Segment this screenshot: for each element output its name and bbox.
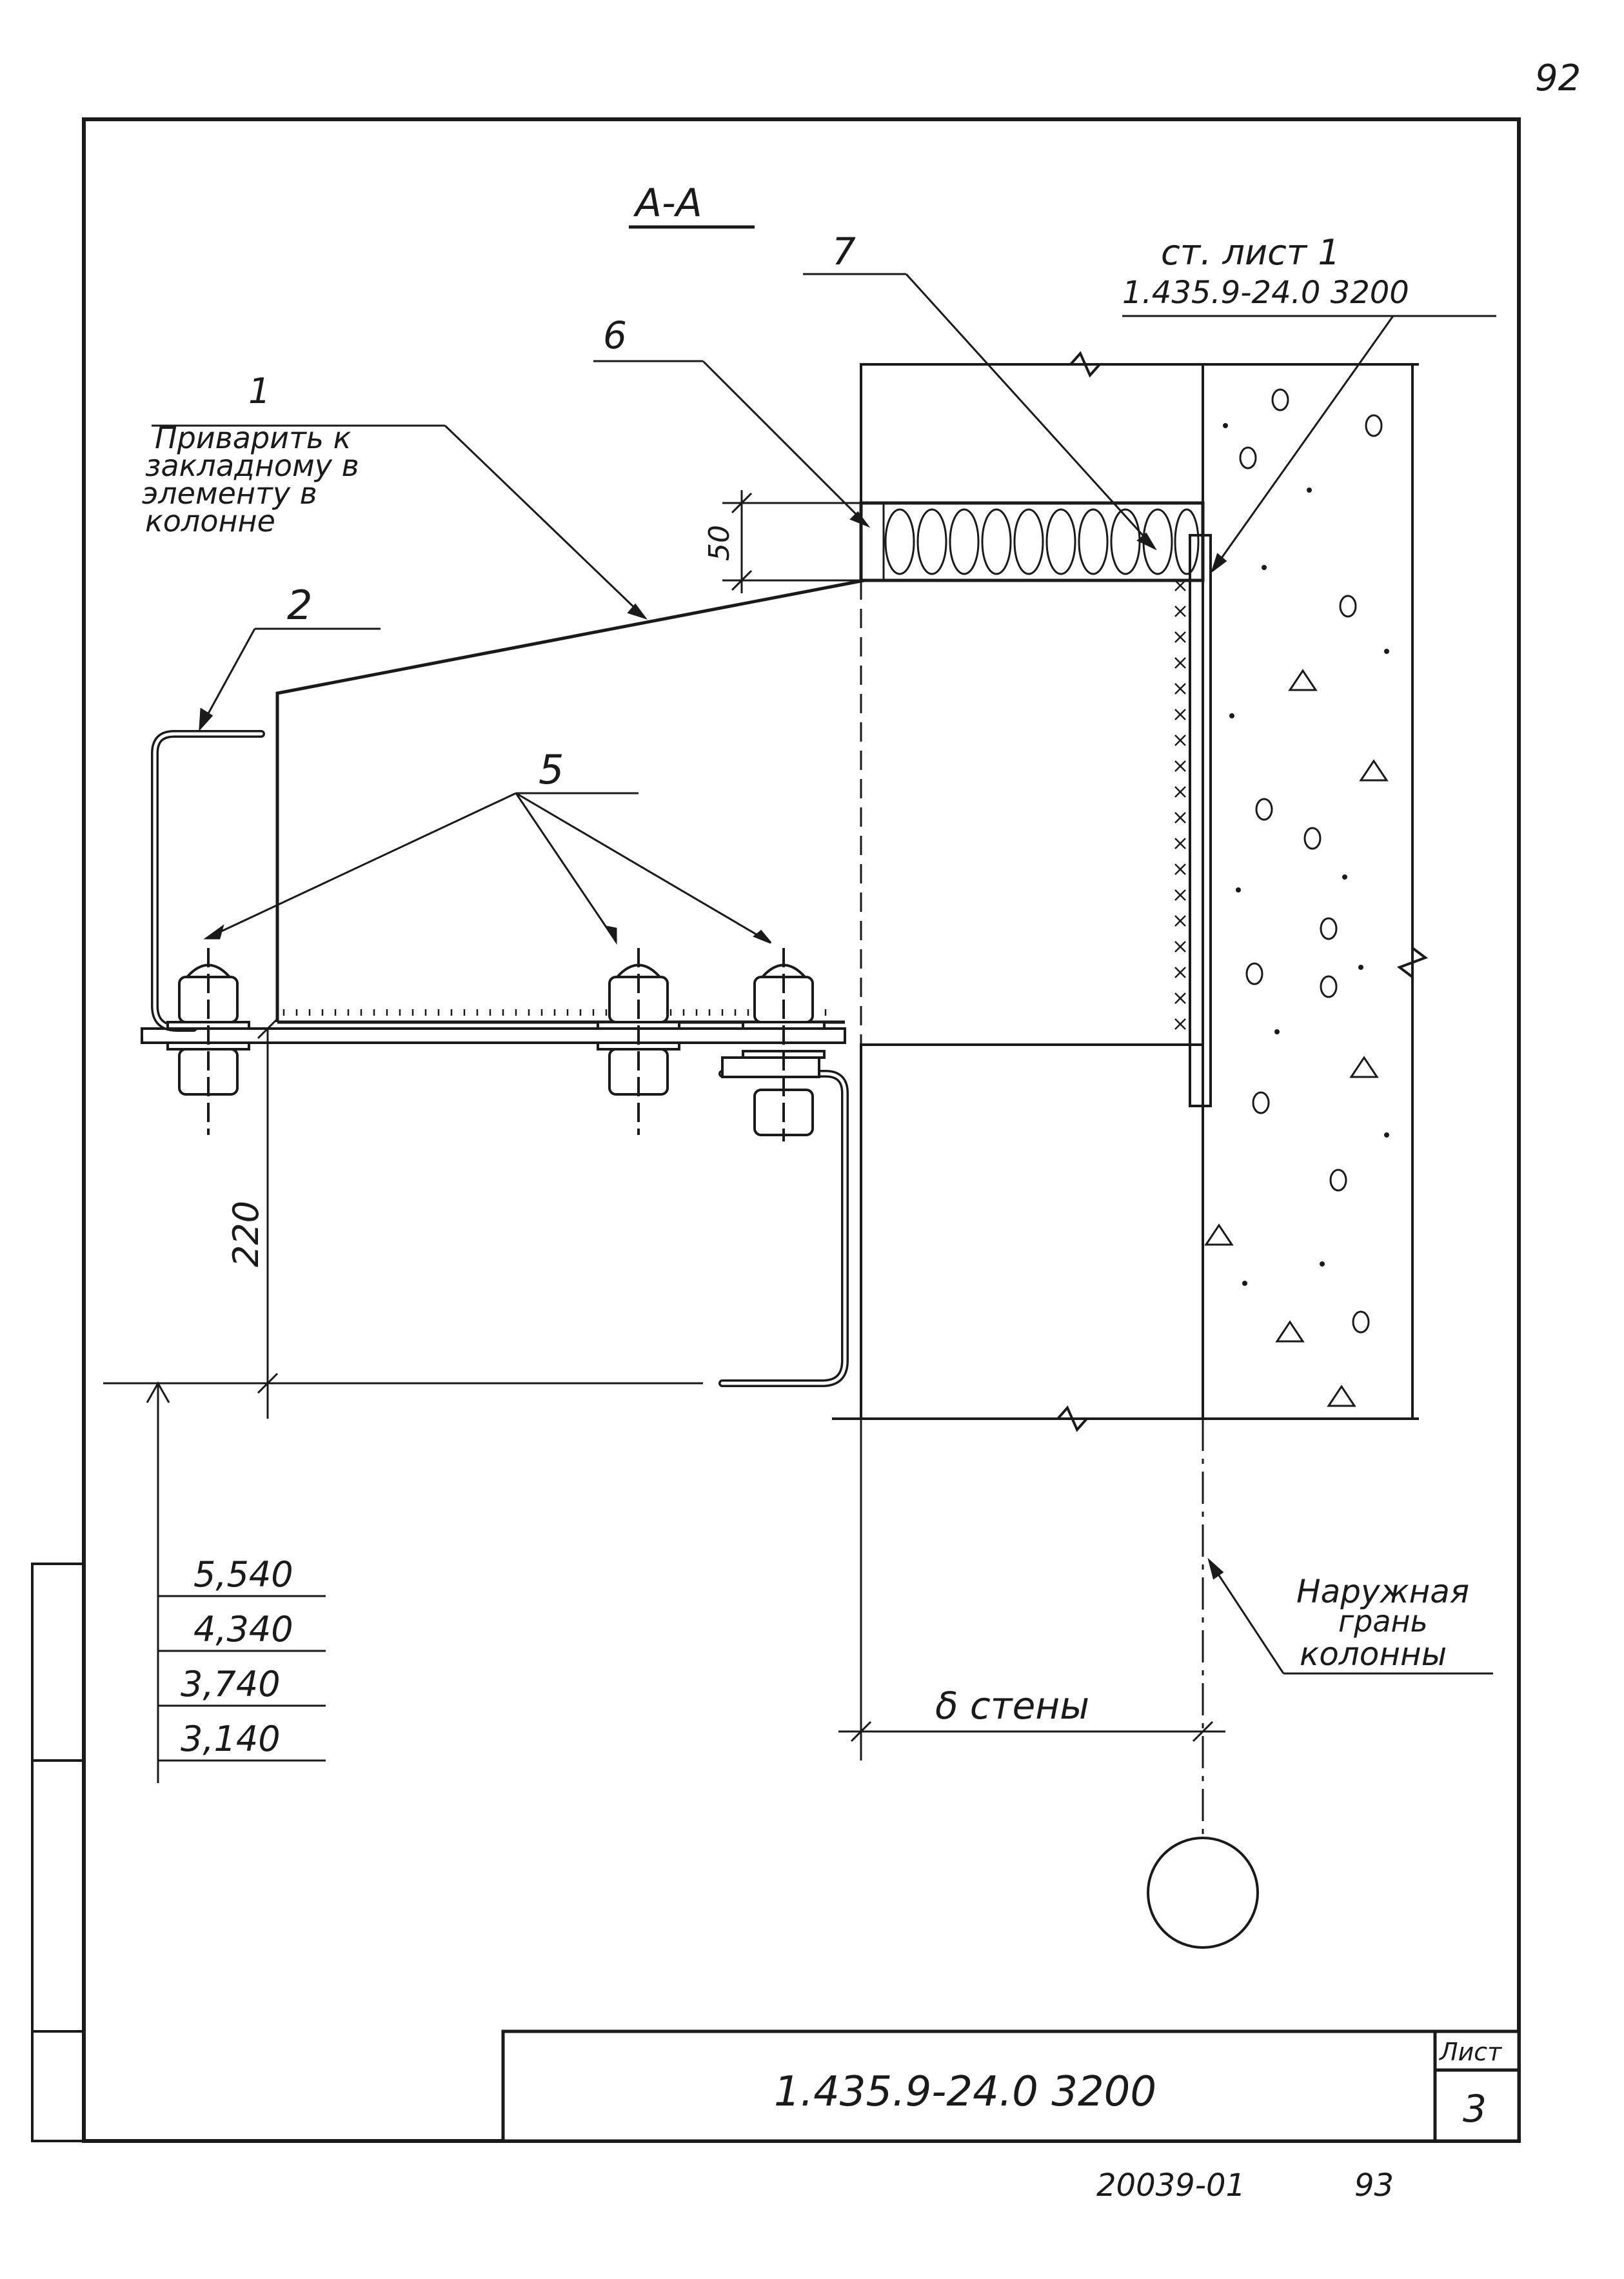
- column-face-note: Наружная грань колонны: [1296, 1573, 1469, 1673]
- elevation-values: 5,540 4,340 3,740 3,140: [181, 1554, 293, 1759]
- weld-cross-marks: [1174, 580, 1186, 1030]
- svg-text:Приварить к: Приварить к: [155, 420, 352, 455]
- wall-lower: [832, 1043, 1219, 1432]
- svg-text:3,740: 3,740: [181, 1664, 281, 1704]
- bracket-plate: [275, 578, 865, 1024]
- position-label-2: 2: [287, 582, 312, 629]
- leader-pos6: [593, 360, 871, 528]
- bolt-1: [166, 948, 250, 1135]
- concrete-column: [1183, 363, 1429, 1420]
- svg-text:Наружная: Наружная: [1296, 1573, 1469, 1610]
- reference-line-2: 1.435.9-24.0 3200: [1122, 275, 1409, 311]
- bolt-2: [597, 948, 680, 1135]
- position-label-5: 5: [539, 746, 564, 793]
- dimension-wall-width: [838, 1419, 1225, 1761]
- svg-text:колонне: колонне: [145, 504, 275, 538]
- svg-text:грань: грань: [1338, 1604, 1428, 1639]
- svg-text:закладному в: закладному в: [145, 448, 359, 483]
- svg-text:4,340: 4,340: [193, 1609, 293, 1650]
- leader-reference: [1122, 315, 1496, 574]
- leader-pos7: [803, 273, 1157, 551]
- embedded-plate: [1189, 534, 1212, 1107]
- leader-pos1: [152, 424, 648, 620]
- section-title: А-А: [633, 181, 702, 226]
- leader-pos5: [203, 792, 772, 945]
- dimension-50-value: 50: [703, 525, 736, 561]
- column-face-leader: [1207, 1557, 1493, 1675]
- sheet-label: Лист: [1438, 2038, 1503, 2066]
- svg-text:колонны: колонны: [1300, 1635, 1447, 1673]
- sheet-number: 3: [1463, 2087, 1487, 2131]
- reference-line-1: ст. лист 1: [1161, 232, 1340, 273]
- document-code: 1.435.9-24.0 3200: [774, 2068, 1156, 2116]
- axis-marker-circle: [1147, 1837, 1259, 1949]
- bottom-page-number: 93: [1354, 2167, 1394, 2204]
- svg-text:5,540: 5,540: [193, 1554, 293, 1595]
- dimension-220-value: 220: [226, 1201, 266, 1267]
- elevation-mark: [146, 1381, 326, 1783]
- insulation-layer: [859, 501, 1205, 582]
- position-label-7: 7: [832, 230, 856, 273]
- dimension-50: [722, 490, 861, 593]
- binding-strip: [31, 1563, 85, 2142]
- wall-upper: [860, 351, 1204, 504]
- leader-pos2: [199, 627, 381, 732]
- svg-text:элементу в: элементу в: [142, 476, 317, 511]
- position-label-6: 6: [603, 313, 627, 357]
- page-number: 92: [1535, 57, 1581, 99]
- dimension-wall-width-value: δ стены: [935, 1684, 1089, 1728]
- svg-text:3,140: 3,140: [181, 1719, 281, 1759]
- bolt-3: [721, 948, 826, 1141]
- title-block: [501, 2029, 1521, 2143]
- bearing-plate: [141, 1027, 846, 1044]
- position-label-1: 1: [248, 371, 270, 411]
- dimension-220: [103, 1018, 703, 1419]
- archive-number: 20039-01: [1096, 2167, 1245, 2204]
- weld-note: Приварить к закладному в элементу в коло…: [142, 420, 359, 538]
